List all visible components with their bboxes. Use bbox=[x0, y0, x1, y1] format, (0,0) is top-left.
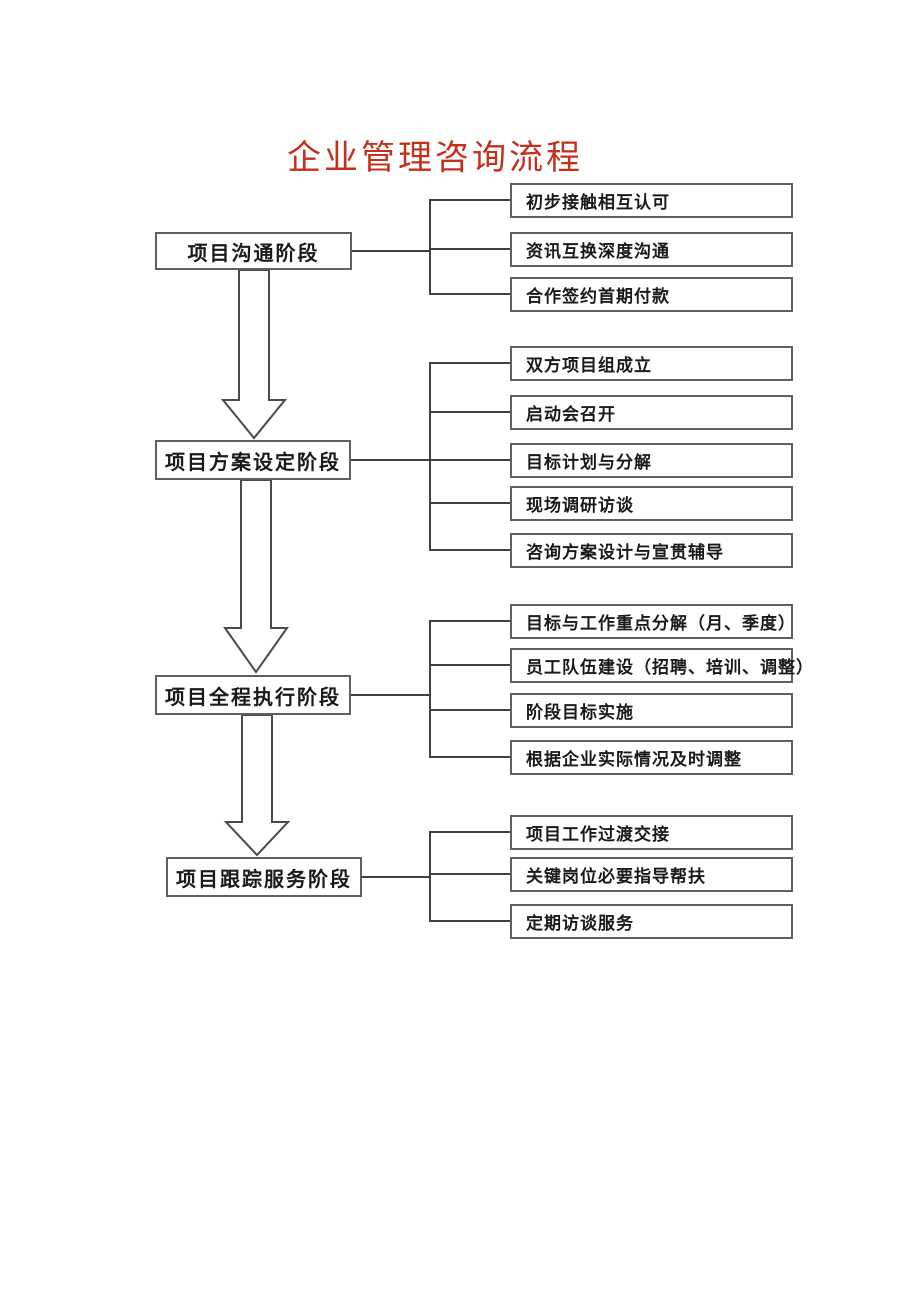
branch-g3-i4 bbox=[429, 756, 510, 758]
task-box-g3-i3: 阶段目标实施 bbox=[510, 693, 793, 728]
task-box-g2-i2: 启动会召开 bbox=[510, 395, 793, 430]
down-arrow-3 bbox=[223, 714, 291, 857]
spine-group1 bbox=[429, 199, 431, 295]
task-box-g1-i1: 初步接触相互认可 bbox=[510, 183, 793, 218]
connector-stage4-spine bbox=[362, 876, 429, 878]
task-box-g1-i3: 合作签约首期付款 bbox=[510, 277, 793, 312]
branch-g4-i1 bbox=[429, 831, 510, 833]
task-box-g2-i5: 咨询方案设计与宣贯辅导 bbox=[510, 533, 793, 568]
task-box-g4-i3: 定期访谈服务 bbox=[510, 904, 793, 939]
task-box-g2-i4: 现场调研访谈 bbox=[510, 486, 793, 521]
branch-g2-i5 bbox=[429, 549, 510, 551]
branch-g3-i3 bbox=[429, 709, 510, 711]
branch-g2-i2 bbox=[429, 411, 510, 413]
task-box-g3-i4: 根据企业实际情况及时调整 bbox=[510, 740, 793, 775]
task-box-g3-i2: 员工队伍建设（招聘、培训、调整） bbox=[510, 648, 813, 683]
connector-stage3-spine bbox=[351, 694, 429, 696]
stage-box-3: 项目全程执行阶段 bbox=[155, 675, 351, 715]
branch-g1-i3 bbox=[429, 293, 510, 295]
task-box-g3-i1: 目标与工作重点分解（月、季度） bbox=[510, 604, 795, 639]
branch-g4-i3 bbox=[429, 920, 510, 922]
branch-g3-i1 bbox=[429, 620, 510, 622]
spine-group4 bbox=[429, 831, 431, 922]
task-box-g2-i1: 双方项目组成立 bbox=[510, 346, 793, 381]
task-box-g4-i2: 关键岗位必要指导帮扶 bbox=[510, 857, 793, 892]
branch-g3-i2 bbox=[429, 664, 510, 666]
branch-g2-i3 bbox=[429, 459, 510, 461]
stage-box-2: 项目方案设定阶段 bbox=[155, 440, 351, 480]
down-arrow-1 bbox=[220, 269, 288, 440]
branch-g1-i1 bbox=[429, 199, 510, 201]
stage-box-1: 项目沟通阶段 bbox=[155, 232, 352, 270]
spine-group3 bbox=[429, 620, 431, 758]
task-box-g2-i3: 目标计划与分解 bbox=[510, 443, 793, 478]
connector-stage2-spine bbox=[351, 459, 429, 461]
branch-g2-i4 bbox=[429, 502, 510, 504]
spine-group2 bbox=[429, 362, 431, 551]
task-box-g4-i1: 项目工作过渡交接 bbox=[510, 815, 793, 850]
stage-box-4: 项目跟踪服务阶段 bbox=[166, 857, 362, 897]
branch-g4-i2 bbox=[429, 873, 510, 875]
task-box-g1-i2: 资讯互换深度沟通 bbox=[510, 232, 793, 267]
flowchart-title: 企业管理咨询流程 bbox=[287, 140, 583, 177]
down-arrow-2 bbox=[223, 479, 289, 674]
branch-g1-i2 bbox=[429, 248, 510, 250]
connector-stage1-spine bbox=[352, 250, 429, 252]
branch-g2-i1 bbox=[429, 362, 510, 364]
